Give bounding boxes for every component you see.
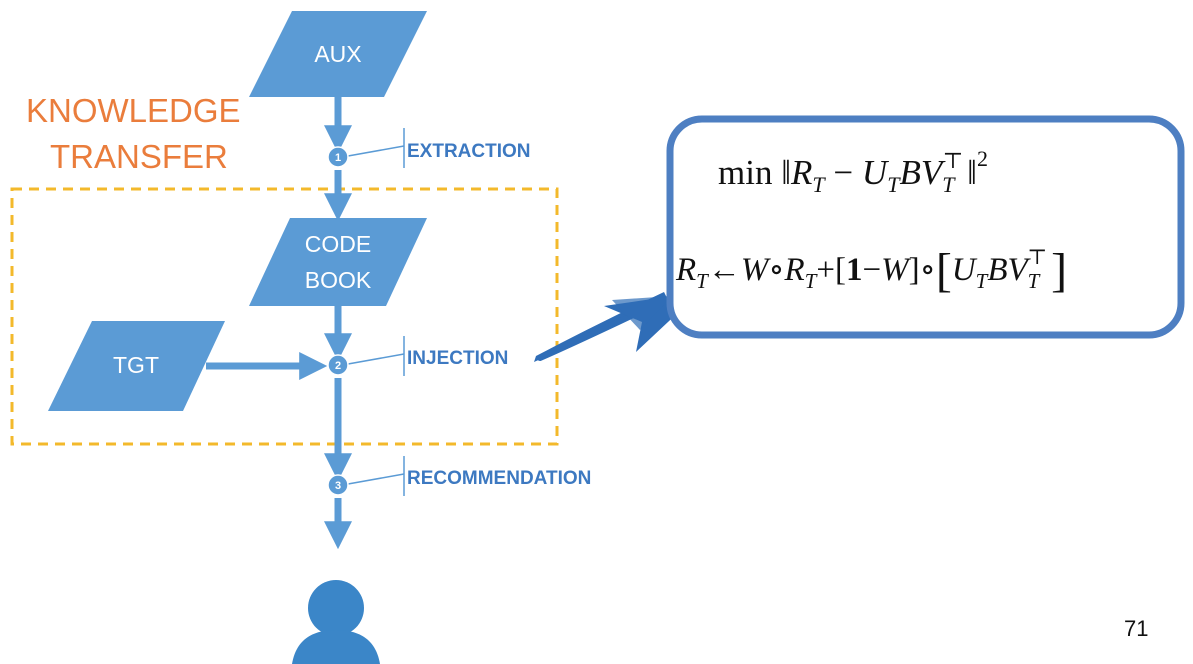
step-injection: 2 INJECTION [327,336,508,376]
codebook-label-line1: CODE [305,231,371,257]
codebook-label-line2: BOOK [305,267,372,293]
step-3-label: RECOMMENDATION [407,468,591,489]
step-2-number: 2 [335,360,341,372]
formula-update: RT←W∘RT+[1−W]∘[UTBVT⊤] [675,244,1067,297]
step-1-marker [327,146,349,168]
step-recommendation: 3 RECOMMENDATION [327,456,591,496]
step-2-label: INJECTION [407,348,508,369]
knowledge-transfer-label-line1: KNOWLEDGE [26,92,241,129]
aux-label: AUX [314,41,361,67]
step-1-label: EXTRACTION [407,141,531,162]
tgt-node: TGT [48,321,225,411]
knowledge-transfer-box [10,187,559,446]
page-number: 71 [1124,616,1148,641]
tgt-label: TGT [113,352,159,378]
user-icon [292,580,380,664]
step-3-number: 3 [335,480,341,492]
step-2-marker [327,354,349,376]
formula-box [666,115,1185,339]
codebook-node: CODE BOOK [249,218,427,306]
aux-node: AUX [249,11,427,97]
step-1-number: 1 [335,152,341,164]
step-extraction: 1 EXTRACTION [327,128,531,168]
knowledge-transfer-label-line2: TRANSFER [50,138,228,175]
formula-objective: min ‖RT − UTBVT⊤‖2 [718,146,988,197]
step-3-marker [327,474,349,496]
